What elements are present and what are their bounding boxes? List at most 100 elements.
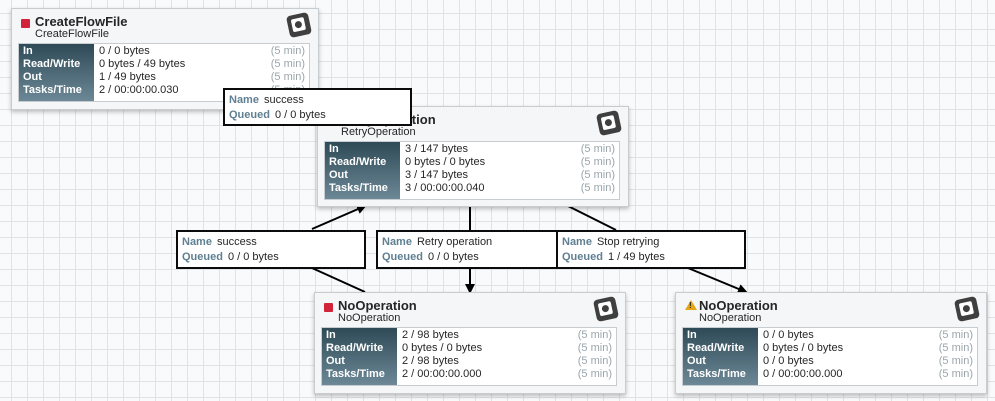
stat-label-readwrite: Read/Write [329, 156, 387, 168]
connection-label-stop-retrying[interactable]: Name Stop retrying Queued 1 / 49 bytes [556, 230, 746, 269]
stat-period-readwrite: (5 min) [938, 342, 973, 354]
processor-header: NoOperation NoOperation [676, 293, 986, 327]
stat-period-readwrite: (5 min) [580, 156, 615, 168]
stat-label-tasks: Tasks/Time [326, 368, 385, 380]
stat-value-tasks: 0 / 00:00:00.000 [763, 368, 843, 380]
stat-label-in: In [23, 45, 33, 57]
processor-name: CreateFlowFile [35, 14, 128, 29]
processor-type: CreateFlowFile [35, 28, 109, 40]
connection-label-success-loop[interactable]: Name success Queued 0 / 0 bytes [176, 230, 366, 269]
stat-label-readwrite: Read/Write [23, 58, 81, 70]
processor-nooperation-1[interactable]: NoOperation NoOperation In Read/Write Ou… [314, 292, 626, 394]
connection-line-loop-up[interactable] [311, 204, 367, 230]
queued-key: Queued [382, 251, 423, 263]
stat-value-in: 3 / 147 bytes [405, 143, 468, 155]
stat-label-tasks: Tasks/Time [329, 182, 388, 194]
connection-queued-row: Queued 0 / 0 bytes [229, 109, 326, 121]
processor-icon [592, 295, 620, 323]
stat-period-tasks: (5 min) [938, 368, 973, 380]
stat-value-tasks: 2 / 00:00:00.030 [99, 84, 179, 96]
name-key: Name [182, 236, 212, 248]
stat-label-out: Out [326, 355, 345, 367]
stat-period-out: (5 min) [938, 355, 973, 367]
connection-line-retry-to-noop2-b[interactable] [687, 267, 748, 294]
stat-period-tasks: (5 min) [577, 368, 612, 380]
processor-stats: In Read/Write Out Tasks/Time 0 / 0 bytes… [18, 43, 310, 102]
processor-type: NoOperation [699, 312, 762, 324]
stat-label-in: In [687, 329, 697, 341]
connection-name-row: Name success [182, 236, 257, 248]
queued-key: Queued [182, 251, 223, 263]
processor-type: RetryOperation [341, 126, 416, 138]
warning-status-icon [685, 300, 697, 310]
connection-queued: 0 / 0 bytes [427, 251, 479, 263]
stat-value-in: 0 / 0 bytes [763, 329, 814, 341]
stats-labels: In Read/Write Out Tasks/Time [683, 328, 758, 385]
stats-labels: In Read/Write Out Tasks/Time [322, 328, 397, 385]
stat-period-out: (5 min) [270, 71, 305, 83]
stat-value-readwrite: 0 bytes / 0 bytes [402, 342, 483, 354]
stat-period-readwrite: (5 min) [577, 342, 612, 354]
stat-period-in: (5 min) [580, 143, 615, 155]
processor-name: NoOperation [699, 298, 778, 313]
stat-value-in: 2 / 98 bytes [402, 329, 459, 341]
processor-icon [595, 109, 623, 137]
stat-value-out: 3 / 147 bytes [405, 169, 468, 181]
connection-line-retry-to-noop2[interactable] [567, 205, 617, 231]
stats-labels: In Read/Write Out Tasks/Time [325, 142, 400, 199]
stat-period-out: (5 min) [577, 355, 612, 367]
queued-key: Queued [229, 109, 270, 121]
name-key: Name [382, 236, 412, 248]
connection-queued: 0 / 0 bytes [227, 251, 279, 263]
name-key: Name [562, 236, 592, 248]
stopped-status-icon [21, 19, 30, 28]
stopped-status-icon [324, 303, 333, 312]
stat-value-out: 0 / 0 bytes [763, 355, 814, 367]
connection-queued-row: Queued 1 / 49 bytes [562, 251, 665, 263]
stat-period-in: (5 min) [577, 329, 612, 341]
stat-label-in: In [329, 143, 339, 155]
processor-icon [285, 11, 313, 39]
connection-name: success [216, 236, 257, 248]
connection-queued-row: Queued 0 / 0 bytes [182, 251, 279, 263]
stat-value-out: 1 / 49 bytes [99, 71, 156, 83]
stat-label-tasks: Tasks/Time [687, 368, 746, 380]
processor-nooperation-2[interactable]: NoOperation NoOperation In Read/Write Ou… [675, 292, 987, 394]
stat-period-in: (5 min) [270, 45, 305, 57]
stat-value-out: 2 / 98 bytes [402, 355, 459, 367]
connection-label-retry-operation[interactable]: Name Retry operation Queued 0 / 0 bytes [376, 230, 566, 269]
processor-type: NoOperation [338, 312, 401, 324]
stat-period-in: (5 min) [938, 329, 973, 341]
processor-stats: In Read/Write Out Tasks/Time 0 / 0 bytes… [682, 327, 978, 386]
connection-queued: 1 / 49 bytes [607, 251, 665, 263]
stat-value-tasks: 2 / 00:00:00.000 [402, 368, 482, 380]
stat-period-readwrite: (5 min) [270, 58, 305, 70]
stat-label-in: In [326, 329, 336, 341]
stat-value-in: 0 / 0 bytes [99, 45, 150, 57]
processor-name: NoOperation [338, 298, 417, 313]
stat-period-tasks: (5 min) [580, 182, 615, 194]
stat-label-readwrite: Read/Write [326, 342, 384, 354]
processor-stats: In Read/Write Out Tasks/Time 3 / 147 byt… [324, 141, 620, 200]
connection-line-loop-down[interactable] [311, 267, 366, 293]
stat-value-tasks: 3 / 00:00:00.040 [405, 182, 485, 194]
connection-name: Retry operation [416, 236, 493, 248]
stat-label-out: Out [23, 71, 42, 83]
connection-queued: 0 / 0 bytes [274, 109, 326, 121]
processor-header: CreateFlowFile CreateFlowFile [12, 9, 318, 43]
connection-name: Stop retrying [596, 236, 660, 248]
name-key: Name [229, 94, 259, 106]
stat-label-out: Out [687, 355, 706, 367]
connection-label-success-create[interactable]: Name success Queued 0 / 0 bytes [223, 88, 412, 126]
connection-name: success [263, 94, 304, 106]
connection-name-row: Name Stop retrying [562, 236, 659, 248]
processor-stats: In Read/Write Out Tasks/Time 2 / 98 byte… [321, 327, 617, 386]
processor-header: NoOperation NoOperation [315, 293, 625, 327]
stat-label-tasks: Tasks/Time [23, 84, 82, 96]
stat-period-out: (5 min) [580, 169, 615, 181]
connection-name-row: Name Retry operation [382, 236, 492, 248]
stat-value-readwrite: 0 bytes / 0 bytes [763, 342, 844, 354]
stat-value-readwrite: 0 bytes / 49 bytes [99, 58, 186, 70]
queued-key: Queued [562, 251, 603, 263]
